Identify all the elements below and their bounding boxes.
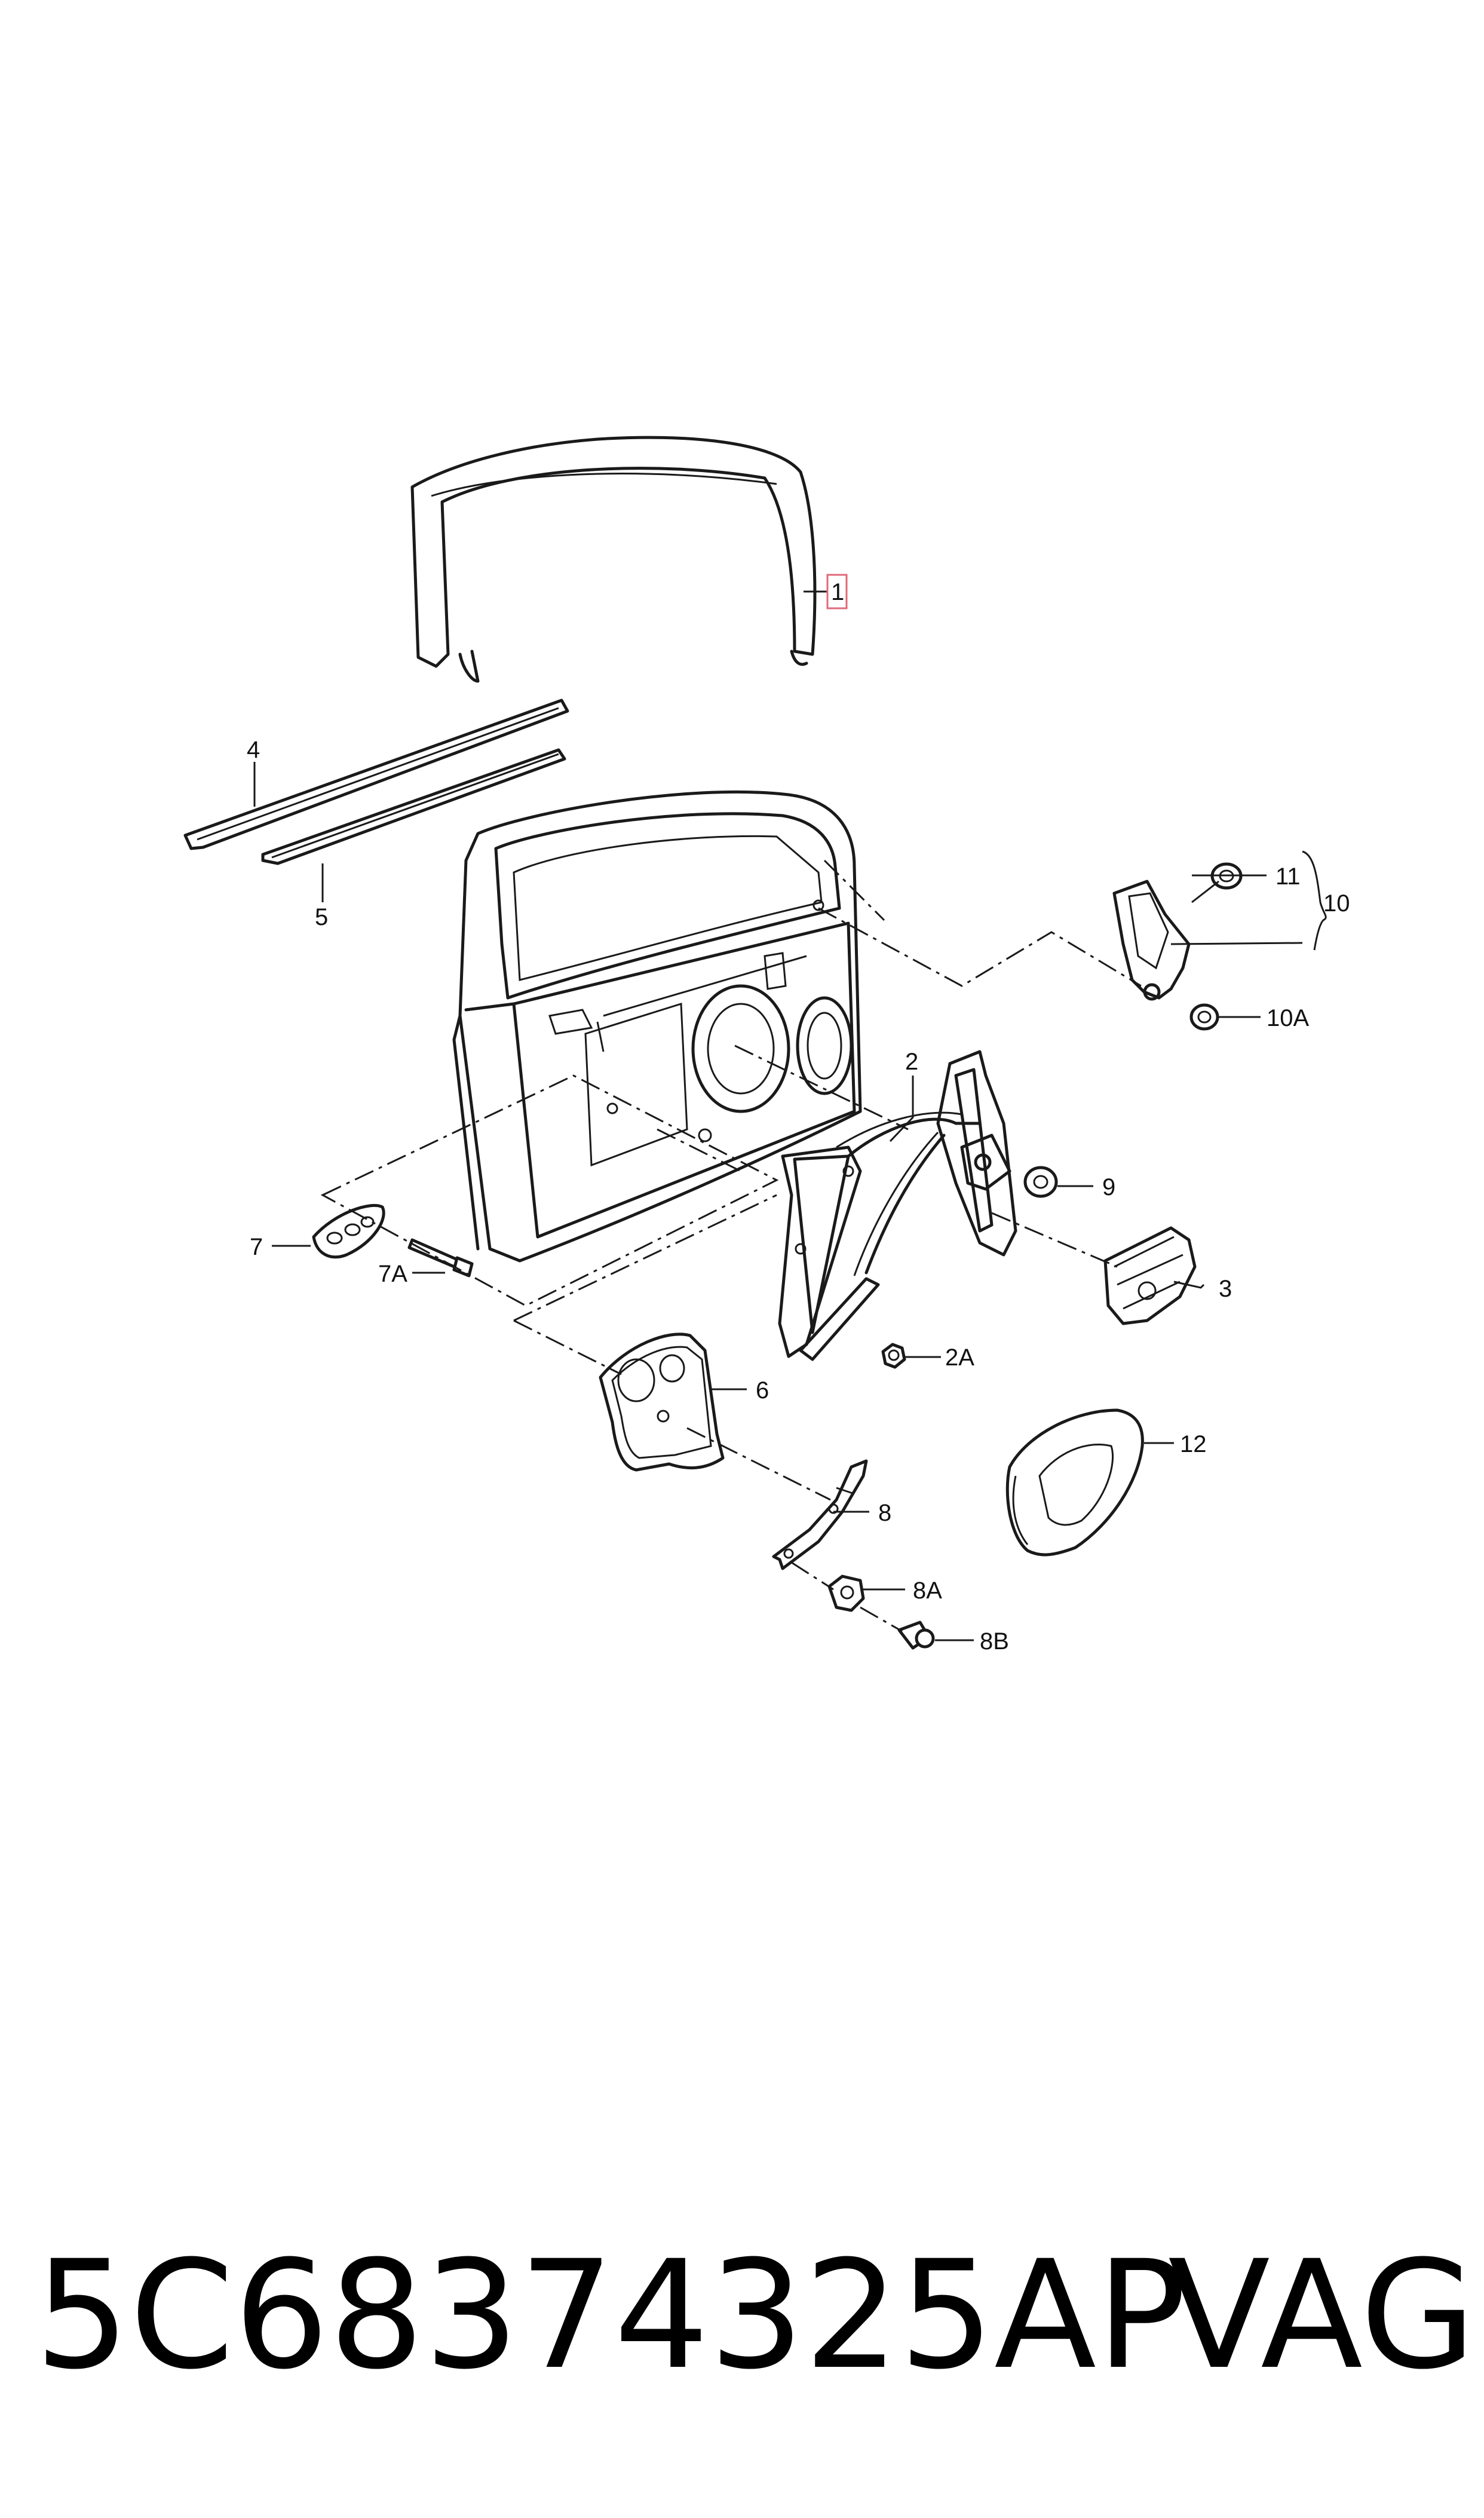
window-channel-strips	[183, 699, 569, 865]
screw-8b	[897, 1621, 935, 1650]
callout-10: 10	[1323, 890, 1350, 917]
foam-insulator-12	[1005, 1408, 1144, 1557]
nut-10a	[1189, 1003, 1219, 1031]
bracket-strip-8	[772, 1459, 868, 1570]
window-regulator	[778, 1050, 1017, 1361]
window-frame-seal	[410, 436, 817, 683]
callout-9: 9	[1102, 1174, 1115, 1200]
callout-7: 7	[250, 1234, 263, 1260]
door-shell	[452, 790, 862, 1263]
callout-10a: 10A	[1267, 1005, 1309, 1031]
leader-lines	[253, 590, 1327, 1641]
callout-2: 2	[905, 1049, 918, 1075]
callout-3: 3	[1219, 1276, 1232, 1302]
clip-8a	[827, 1574, 865, 1612]
callout-12: 12	[1180, 1431, 1207, 1457]
brand-caption: VAG	[1168, 2228, 1476, 2402]
mirror-bracket	[1112, 880, 1191, 1001]
callout-2a: 2A	[945, 1344, 974, 1371]
regulator-motor	[1103, 1226, 1197, 1325]
bolt-7a	[407, 1238, 474, 1278]
part-number-caption: 5C68374325AP	[35, 2228, 1186, 2402]
callout-11: 11	[1275, 863, 1301, 890]
callout-8a: 8A	[913, 1577, 942, 1604]
callout-labels: 1 2 2A 3 4 5 6 7 7A 8 8A 8B 9 10 10A 11 …	[247, 579, 1350, 1655]
callout-8: 8	[878, 1500, 891, 1526]
callout-1-highlight	[826, 574, 848, 609]
callout-6: 6	[756, 1377, 769, 1404]
assembly-lines	[320, 859, 1142, 1632]
callout-7a: 7A	[378, 1261, 407, 1287]
damper-pad-7	[312, 1203, 385, 1259]
callout-5: 5	[315, 904, 328, 930]
washer-9	[1023, 1166, 1058, 1198]
nut-2a	[881, 1343, 906, 1369]
seal-cover-6	[599, 1332, 725, 1472]
callout-8b: 8B	[980, 1628, 1009, 1655]
callout-1: 1	[831, 579, 844, 605]
callout-4: 4	[247, 737, 260, 763]
